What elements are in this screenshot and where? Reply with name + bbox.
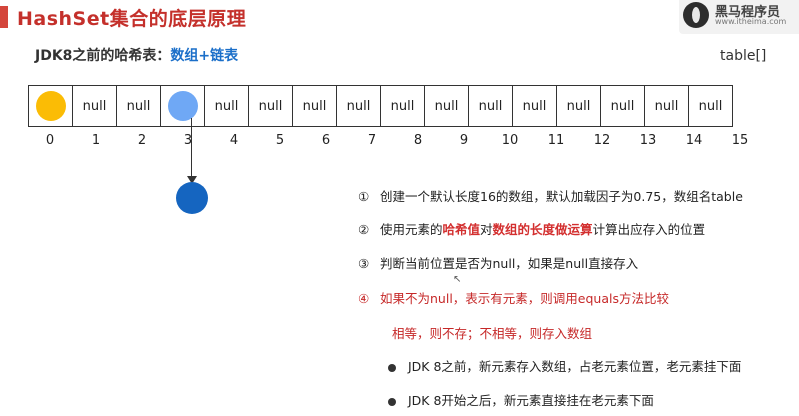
index-label: 13 xyxy=(639,133,657,148)
index-label: 0 xyxy=(45,133,55,148)
index-label: 3 xyxy=(183,133,193,148)
array-cell-1: null xyxy=(72,85,117,127)
mouse-cursor-icon: ↖ xyxy=(453,274,462,285)
array-cell-2: null xyxy=(116,85,161,127)
element-dot-orange xyxy=(35,91,66,121)
array-cell-3 xyxy=(160,85,205,127)
slide-title: HashSet集合的底层原理 xyxy=(17,8,247,30)
array-indices: 0 1 2 3 4 5 6 7 8 9 10 11 12 13 14 15 xyxy=(28,133,764,148)
brand-logo: 黑马程序员 www.itheima.com xyxy=(679,0,799,34)
bullet-item: JDK 8之前，新元素存入数组，占老元素位置，老元素挂下面 xyxy=(388,356,741,375)
index-label: 5 xyxy=(275,133,285,148)
title-accent-bar xyxy=(0,6,8,28)
element-dot-light-blue xyxy=(167,91,198,121)
array-cell-8: null xyxy=(380,85,425,127)
array-cell-4: null xyxy=(204,85,249,127)
bullet-dot-icon xyxy=(388,363,396,372)
index-label: 14 xyxy=(685,133,703,148)
index-label: 12 xyxy=(593,133,611,148)
array-cell-6: null xyxy=(292,85,337,127)
array-cell-15: null xyxy=(688,85,733,127)
index-label: 10 xyxy=(501,133,519,148)
logo-url: www.itheima.com xyxy=(715,17,787,26)
index-label: 8 xyxy=(413,133,423,148)
logo-name: 黑马程序员 xyxy=(715,5,781,20)
subtitle-prefix: JDK8之前的哈希表： xyxy=(35,48,171,64)
title-bar: HashSet集合的底层原理 黑马程序员 www.itheima.com xyxy=(0,0,799,34)
array-cell-13: null xyxy=(600,85,645,127)
array-cell-9: null xyxy=(424,85,469,127)
array-cell-5: null xyxy=(248,85,293,127)
array-cell-0 xyxy=(28,85,73,127)
index-label: 6 xyxy=(321,133,331,148)
horse-logo-icon xyxy=(683,2,709,28)
hash-table-array: null null null null null null null null … xyxy=(28,85,733,127)
index-label: 7 xyxy=(367,133,377,148)
index-label: 2 xyxy=(137,133,147,148)
subtitle-highlight: 数组+链表 xyxy=(170,48,239,64)
index-label: 4 xyxy=(229,133,239,148)
arrow-down-icon xyxy=(187,176,197,184)
bullet-dot-icon xyxy=(388,397,396,406)
linked-node-dot-dark-blue xyxy=(176,182,208,214)
section-subtitle: JDK8之前的哈希表：数组+链表 xyxy=(35,45,238,65)
array-cell-11: null xyxy=(512,85,557,127)
index-label: 15 xyxy=(731,133,749,148)
step-4-detail: 相等，则不存；不相等，则存入数组 xyxy=(392,326,593,341)
array-cell-14: null xyxy=(644,85,689,127)
table-array-label: table[] xyxy=(720,48,767,64)
bullet-item: JDK 8开始之后，新元素直接挂在老元素下面 xyxy=(388,390,654,409)
array-cell-12: null xyxy=(556,85,601,127)
array-cell-7: null xyxy=(336,85,381,127)
index-label: 11 xyxy=(547,133,565,148)
index-label: 1 xyxy=(91,133,101,148)
index-label: 9 xyxy=(459,133,469,148)
array-cell-10: null xyxy=(468,85,513,127)
linked-list-connector xyxy=(191,118,192,182)
